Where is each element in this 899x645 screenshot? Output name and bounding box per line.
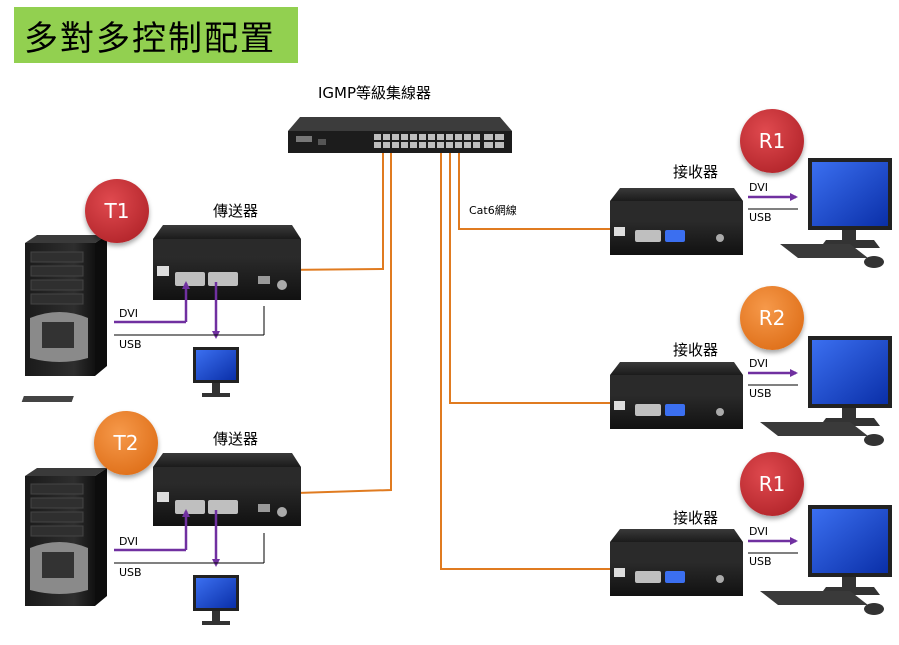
dvi-label-r2: DVI	[749, 357, 769, 370]
switch-port	[473, 134, 480, 140]
switch-port	[455, 142, 462, 148]
page-title: 多對多控制配置	[24, 18, 276, 59]
switch-port	[464, 134, 471, 140]
usb-label-r1-top: USB	[749, 211, 772, 224]
local-monitor-t2	[193, 575, 239, 625]
switch-port	[401, 142, 408, 148]
switch-port	[455, 134, 462, 140]
switch-label: IGMP等級集線器	[318, 84, 432, 102]
switch-port	[419, 134, 426, 140]
switch-port	[446, 142, 453, 148]
pc-tower-t2	[25, 468, 107, 606]
switch-sfp-port	[495, 134, 504, 140]
receiver-r2-group	[610, 336, 892, 446]
receiver-label-r1-top: 接收器	[673, 163, 719, 181]
badge-t1: T1	[85, 179, 149, 243]
cable-label: Cat6網線	[469, 204, 517, 217]
switch-port	[383, 134, 390, 140]
badge-t2: T2	[94, 411, 158, 475]
local-monitor-t1	[21, 347, 239, 402]
switch-port	[374, 142, 381, 148]
switch-port	[437, 142, 444, 148]
badge-r1-top: R1	[740, 109, 804, 173]
transmitter-t1-group	[21, 225, 301, 402]
dvi-label-t2: DVI	[119, 535, 139, 548]
transmitter-box-t2	[153, 453, 301, 526]
dvi-label-r1-bottom: DVI	[749, 525, 769, 538]
switch-port	[473, 142, 480, 148]
usb-label-r1-bottom: USB	[749, 555, 772, 568]
receiver-label-r2: 接收器	[673, 341, 719, 359]
switch-port	[392, 134, 399, 140]
cable-t2	[169, 152, 392, 498]
switch-port	[464, 142, 471, 148]
cable-r1-bottom	[440, 152, 612, 570]
switch-sfp-port	[495, 142, 504, 148]
switch-port	[428, 142, 435, 148]
cable-r1-top	[458, 152, 612, 230]
cable-r2	[449, 152, 612, 404]
usb-label-r2: USB	[749, 387, 772, 400]
dvi-label-t1: DVI	[119, 307, 139, 320]
switch-sfp-port	[484, 142, 493, 148]
switch-port	[428, 134, 435, 140]
switch-port	[392, 142, 399, 148]
switch-port	[446, 134, 453, 140]
transmitter-box-t1	[153, 225, 301, 300]
switch-sfp-port	[484, 134, 493, 140]
transmitter-label-t1: 傳送器	[213, 202, 259, 220]
switch-port	[437, 134, 444, 140]
switch-port	[383, 142, 390, 148]
switch-device	[288, 117, 512, 153]
receiver-label-r1-bottom: 接收器	[673, 509, 719, 527]
switch-port	[410, 134, 417, 140]
transmitter-label-t2: 傳送器	[213, 430, 259, 448]
badge-r2: R2	[740, 286, 804, 350]
receiver-r1-top-group	[610, 158, 892, 268]
switch-port	[419, 142, 426, 148]
dvi-label-r1-top: DVI	[749, 181, 769, 194]
badge-r1-bottom: R1	[740, 452, 804, 516]
receiver-r1-bottom-group	[610, 505, 892, 615]
switch-port	[374, 134, 381, 140]
switch-port	[401, 134, 408, 140]
switch-port	[410, 142, 417, 148]
title-banner: 多對多控制配置	[14, 7, 298, 63]
pc-tower-t1	[25, 235, 107, 376]
usb-label-t1: USB	[119, 338, 142, 351]
transmitter-t2-group	[25, 453, 301, 625]
usb-label-t2: USB	[119, 566, 142, 579]
